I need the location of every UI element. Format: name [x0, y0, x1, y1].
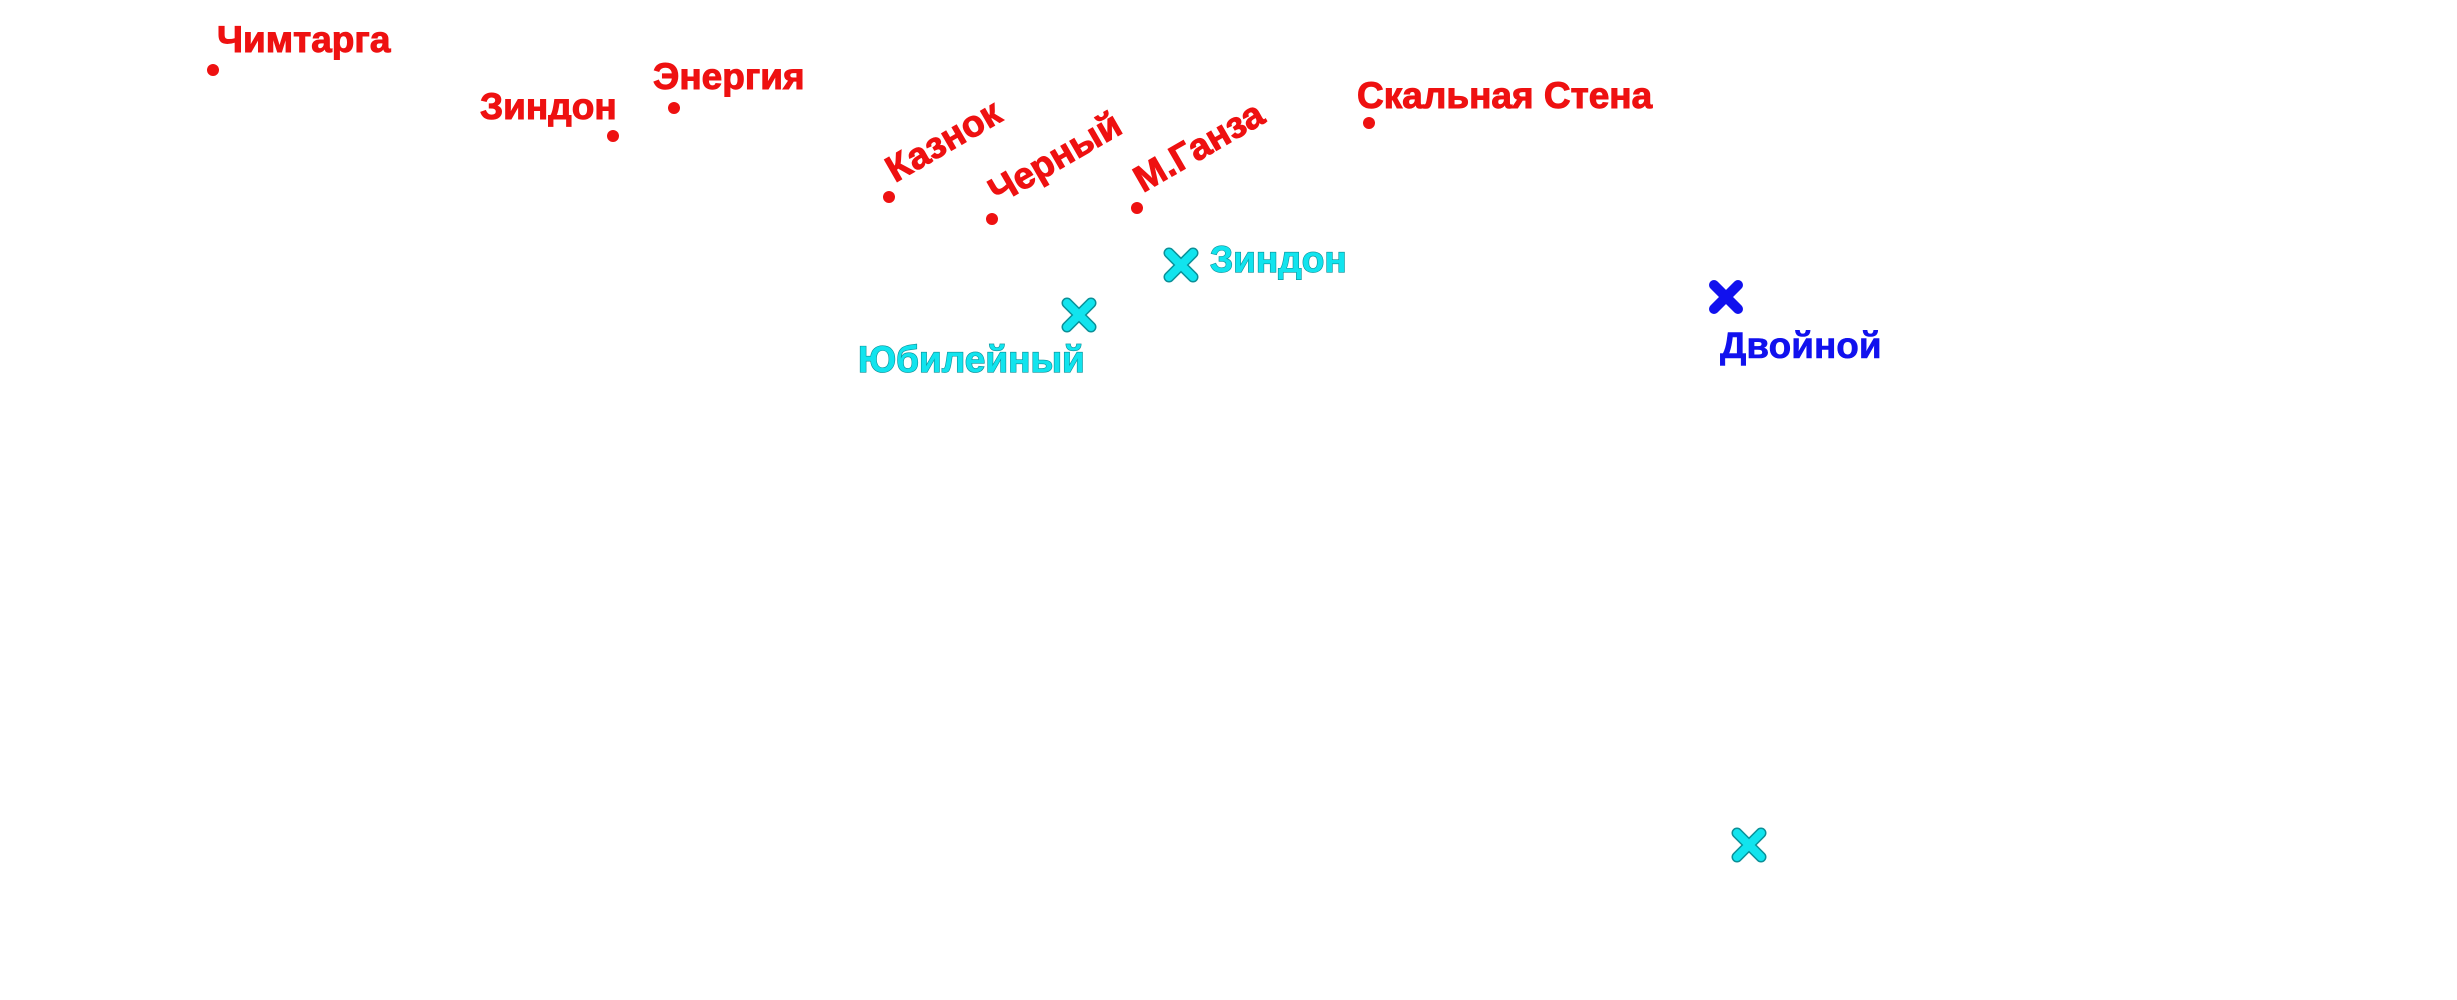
peak-chimtarga[interactable]: Чимтарга: [207, 19, 391, 76]
peak-dot: [668, 102, 680, 114]
peak-label: М.Ганза: [1127, 93, 1272, 200]
peak-dot: [1131, 202, 1143, 214]
cross-marker-icon: [1731, 827, 1767, 863]
station-label: Зиндон: [1210, 239, 1347, 280]
peak-dot: [883, 191, 895, 203]
cross-marker-icon: [1061, 297, 1097, 333]
peak-label: Энергия: [653, 56, 805, 97]
peak-label: Скальная Стена: [1357, 75, 1653, 116]
station-unnamed[interactable]: [1731, 827, 1767, 863]
station-zindon[interactable]: Зиндон: [1163, 238, 1347, 283]
station-label: Юбилейный: [858, 339, 1085, 380]
station-yubileyny[interactable]: Юбилейный: [857, 297, 1097, 381]
peak-label: Чимтарга: [217, 19, 391, 60]
peak-energiya[interactable]: Энергия: [653, 56, 805, 114]
peak-dot: [207, 64, 219, 76]
peak-dot: [1363, 117, 1375, 129]
peak-zindon[interactable]: Зиндон: [480, 86, 619, 142]
peak-dot: [607, 130, 619, 142]
peak-skalnaya-stena[interactable]: Скальная Стена: [1357, 75, 1653, 129]
peak-label: Зиндон: [480, 86, 617, 127]
cross-marker-icon: [1163, 247, 1199, 283]
peak-m-ganza[interactable]: М.Ганза: [1126, 92, 1272, 214]
station-label: Двойной: [1720, 325, 1882, 366]
peak-dot: [986, 213, 998, 225]
cross-marker-icon: [1709, 280, 1743, 314]
station-dvoynoy[interactable]: Двойной: [1709, 280, 1882, 366]
